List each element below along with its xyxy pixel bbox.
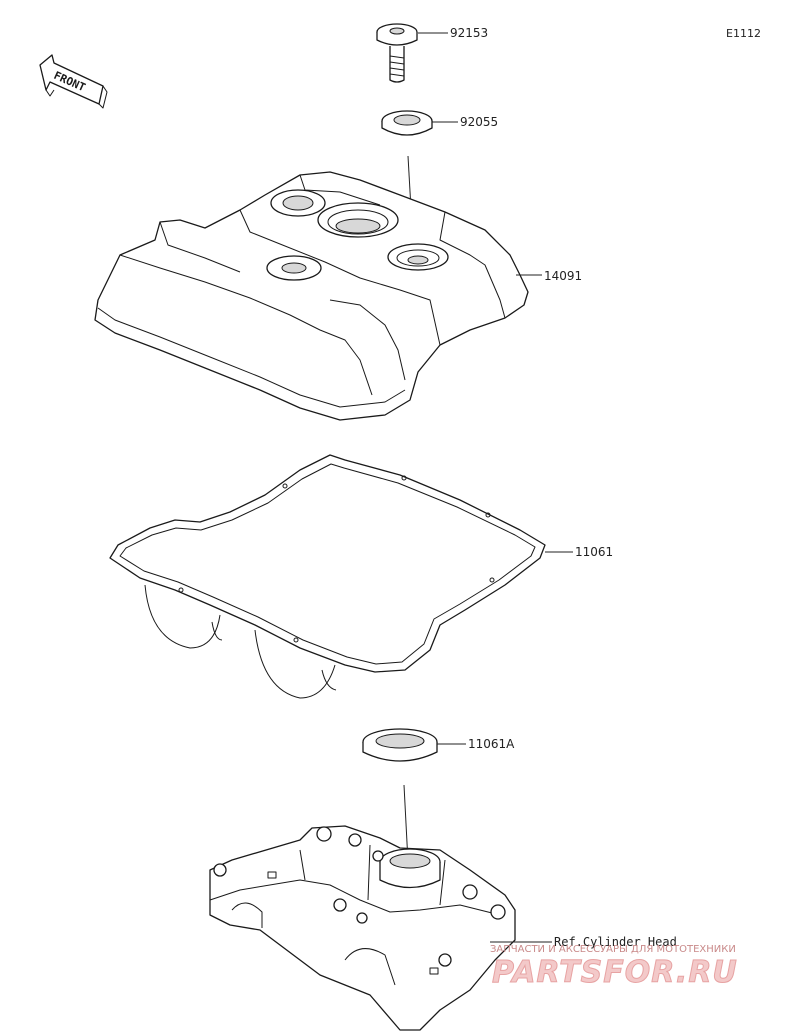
watermark-brand: PARTSFOR.RU xyxy=(492,955,738,990)
cylinder-head-reference xyxy=(209,825,516,1031)
cylinder-head-cover-part xyxy=(94,171,529,421)
part-number-11061: 11061 xyxy=(575,545,613,559)
cover-gasket-part xyxy=(109,454,546,699)
part-number-92055: 92055 xyxy=(460,115,498,129)
front-direction-marker: FRONT xyxy=(39,54,108,109)
plug-gasket-part xyxy=(362,728,438,762)
bolt-part xyxy=(376,23,418,83)
part-number-11061A: 11061A xyxy=(468,737,515,751)
front-arrow-icon xyxy=(39,54,104,105)
watermark: ЗАПЧАСТИ И АКСЕССУАРЫ ДЛЯ МОТОТЕХНИКИ PA… xyxy=(490,944,738,991)
reference-label: Ref.Cylinder Head xyxy=(554,935,677,949)
part-number-92153: 92153 xyxy=(450,26,488,40)
diagram-code: E1112 xyxy=(726,27,761,40)
watermark-tagline: ЗАПЧАСТИ И АКСЕССУАРЫ ДЛЯ МОТОТЕХНИКИ xyxy=(490,944,736,955)
grommet-part xyxy=(381,110,433,136)
part-number-14091: 14091 xyxy=(544,269,582,283)
